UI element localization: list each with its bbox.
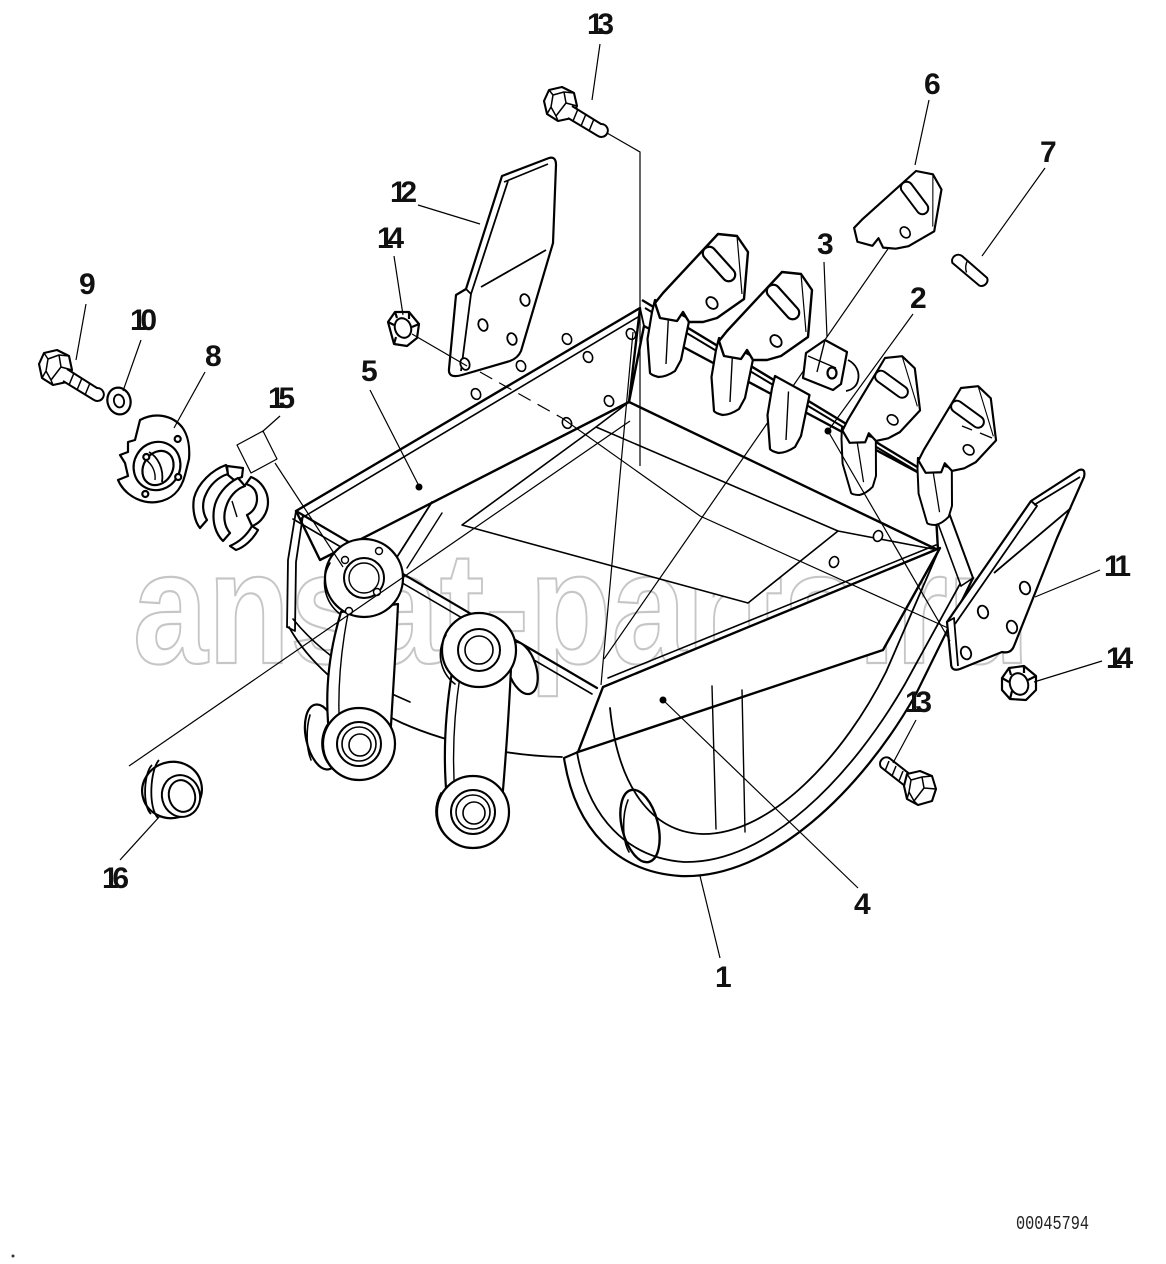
svg-text:8: 8: [205, 340, 222, 373]
svg-text:2: 2: [910, 282, 927, 315]
svg-text:16: 16: [102, 862, 129, 895]
svg-text:1: 1: [715, 961, 732, 994]
svg-text:15: 15: [268, 382, 295, 415]
svg-text:7: 7: [1040, 136, 1057, 169]
svg-text:10: 10: [130, 304, 157, 337]
svg-text:5: 5: [361, 355, 378, 388]
svg-text:13: 13: [587, 8, 614, 41]
svg-text:12: 12: [390, 176, 417, 209]
svg-text:9: 9: [79, 268, 96, 301]
svg-text:6: 6: [924, 68, 941, 101]
svg-text:14: 14: [1106, 642, 1133, 675]
svg-text:13: 13: [905, 686, 932, 719]
svg-text:00045794: 00045794: [1016, 1213, 1089, 1235]
svg-text:3: 3: [817, 228, 834, 261]
svg-text:14: 14: [377, 222, 404, 255]
svg-text:11: 11: [1104, 550, 1131, 583]
svg-text:4: 4: [854, 888, 871, 921]
